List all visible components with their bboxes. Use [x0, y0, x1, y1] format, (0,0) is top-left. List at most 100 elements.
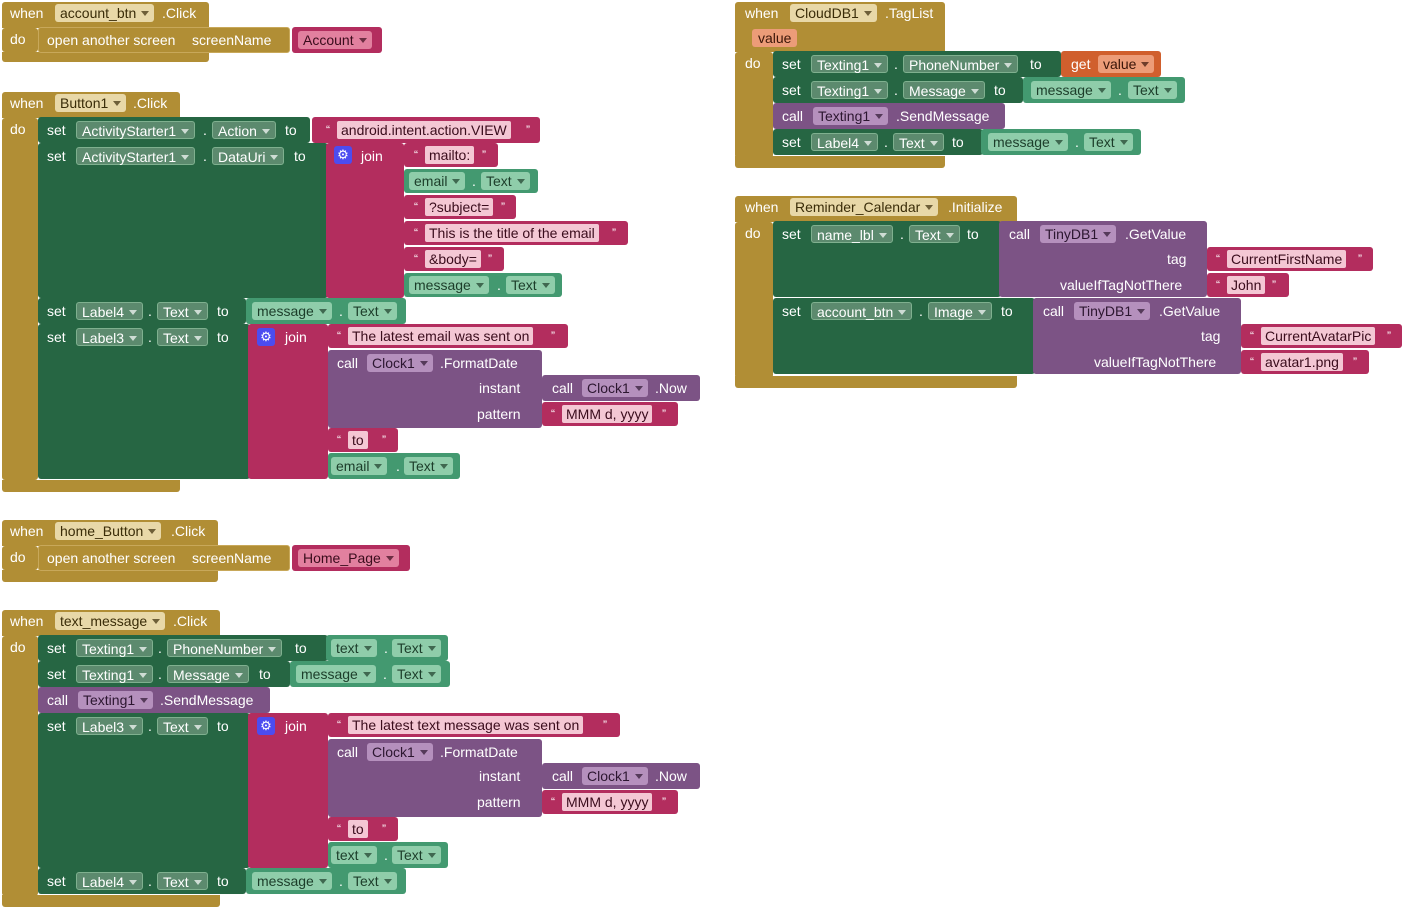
event-name: .Click — [133, 95, 168, 111]
component-dropdown[interactable]: Texting1 — [811, 55, 889, 73]
property-dropdown[interactable]: Text — [392, 639, 441, 657]
screen-name-dropdown[interactable]: Home_Page — [298, 549, 399, 567]
component-dropdown[interactable]: Texting1 — [813, 107, 889, 125]
component-dropdown[interactable]: Texting1 — [76, 665, 154, 683]
string-value[interactable]: The latest text message was sent on — [348, 716, 584, 734]
component-dropdown[interactable]: message — [296, 665, 376, 683]
property-dropdown[interactable]: Text — [392, 665, 441, 683]
call-label: call — [337, 744, 359, 760]
component-dropdown[interactable]: TinyDB1 — [1074, 302, 1151, 320]
property-dropdown[interactable]: PhoneNumber — [903, 55, 1019, 73]
string-value[interactable]: CurrentFirstName — [1227, 250, 1347, 268]
event-component-dropdown[interactable]: CloudDB1 — [790, 4, 877, 22]
component-dropdown[interactable]: Clock1 — [367, 743, 433, 761]
mutator-gear-icon[interactable]: ⚙ — [257, 717, 275, 735]
property-dropdown[interactable]: DataUri — [212, 147, 285, 165]
component-dropdown[interactable]: Texting1 — [811, 81, 889, 99]
call-texting-sendmessage-block[interactable] — [773, 103, 1005, 129]
variable-dropdown[interactable]: value — [1098, 55, 1155, 73]
property-dropdown[interactable]: Text — [157, 717, 208, 735]
set-activitystarter-datauri-block[interactable] — [38, 143, 328, 298]
property-dropdown[interactable]: Text — [157, 302, 208, 320]
component-dropdown[interactable]: message — [252, 302, 332, 320]
to-label: to — [1001, 303, 1013, 319]
clock-formatdate-block[interactable] — [328, 350, 542, 428]
component-dropdown[interactable]: Label4 — [76, 872, 144, 890]
event-component-dropdown[interactable]: Button1 — [55, 94, 127, 112]
component-dropdown[interactable]: email — [331, 457, 388, 475]
property-dropdown[interactable]: Text — [404, 457, 453, 475]
property-dropdown[interactable]: Text — [348, 872, 397, 890]
string-value[interactable]: to — [348, 820, 368, 838]
string-value[interactable]: to — [348, 431, 368, 449]
property-dropdown[interactable]: PhoneNumber — [167, 639, 283, 657]
event-component-dropdown[interactable]: home_Button — [55, 522, 162, 540]
open-screen-block[interactable] — [38, 545, 290, 571]
component-dropdown[interactable]: message — [1031, 81, 1111, 99]
mutator-gear-icon[interactable]: ⚙ — [257, 328, 275, 346]
property-dropdown[interactable]: Text — [909, 225, 960, 243]
component-dropdown[interactable]: Texting1 — [76, 639, 154, 657]
component-dropdown[interactable]: ActivityStarter1 — [76, 147, 196, 165]
set-label3-text-block[interactable] — [38, 713, 250, 868]
join-block[interactable] — [248, 324, 328, 479]
component-dropdown[interactable]: Label3 — [76, 328, 144, 346]
string-value[interactable]: ?subject= — [425, 198, 494, 216]
component-dropdown[interactable]: ActivityStarter1 — [76, 121, 196, 139]
string-value[interactable]: &body= — [425, 250, 481, 268]
property-dropdown[interactable]: Image — [928, 302, 992, 320]
event-component-dropdown[interactable]: Reminder_Calendar — [790, 198, 939, 216]
component-dropdown[interactable]: Clock1 — [367, 354, 433, 372]
set-label3-text-block[interactable] — [38, 324, 250, 479]
component-dropdown[interactable]: Label4 — [811, 133, 879, 151]
property-dropdown[interactable]: Message — [167, 665, 249, 683]
component-dropdown[interactable]: message — [252, 872, 332, 890]
component-dropdown[interactable]: email — [409, 172, 466, 190]
component-dropdown[interactable]: account_btn — [811, 302, 913, 320]
component-dropdown[interactable]: message — [409, 276, 489, 294]
property-dropdown[interactable]: Text — [392, 846, 441, 864]
property-dropdown[interactable]: Text — [348, 302, 397, 320]
component-dropdown[interactable]: text — [331, 639, 377, 657]
mutator-gear-icon[interactable]: ⚙ — [334, 146, 352, 164]
component-dropdown[interactable]: Clock1 — [582, 379, 648, 397]
event-component-dropdown[interactable]: account_btn — [55, 4, 155, 22]
property-dropdown[interactable]: Message — [903, 81, 985, 99]
string-value[interactable]: avatar1.png — [1261, 353, 1343, 371]
screen-name-dropdown[interactable]: Account — [298, 31, 372, 49]
dot: . — [472, 173, 476, 189]
clock-formatdate-block[interactable] — [328, 739, 542, 817]
dot: . — [148, 303, 152, 319]
component-dropdown[interactable]: Texting1 — [78, 691, 154, 709]
component-dropdown[interactable]: message — [988, 133, 1068, 151]
call-texting-sendmessage-block[interactable] — [38, 687, 270, 713]
property-dropdown[interactable]: Text — [893, 133, 944, 151]
component-dropdown[interactable]: name_lbl — [811, 225, 893, 243]
string-value[interactable]: android.intent.action.VIEW — [337, 121, 511, 139]
string-value[interactable]: This is the title of the email — [425, 224, 599, 242]
property-dropdown[interactable]: Action — [212, 121, 276, 139]
join-block[interactable] — [326, 143, 404, 298]
event-component-dropdown[interactable]: text_message — [55, 612, 166, 630]
string-value[interactable]: mailto: — [425, 146, 475, 164]
property-dropdown[interactable]: Text — [481, 172, 530, 190]
string-value[interactable]: CurrentAvatarPic — [1261, 327, 1376, 345]
component-dropdown[interactable]: TinyDB1 — [1040, 225, 1117, 243]
property-dropdown[interactable]: Text — [157, 872, 208, 890]
join-block[interactable] — [248, 713, 328, 868]
component-dropdown[interactable]: Clock1 — [582, 767, 648, 785]
set-label: set — [47, 640, 66, 656]
component-dropdown[interactable]: text — [331, 846, 377, 864]
event-param-value[interactable]: value — [752, 29, 798, 47]
component-dropdown[interactable]: Label3 — [76, 717, 144, 735]
property-dropdown[interactable]: Text — [157, 328, 208, 346]
string-value[interactable]: The latest email was sent on — [348, 327, 534, 345]
open-screen-block[interactable] — [38, 27, 290, 53]
string-value[interactable]: MMM d, yyyy — [562, 793, 653, 811]
string-value[interactable]: John — [1227, 276, 1266, 294]
property-dropdown[interactable]: Text — [1128, 81, 1177, 99]
component-dropdown[interactable]: Label4 — [76, 302, 144, 320]
string-value[interactable]: MMM d, yyyy — [562, 405, 653, 423]
property-dropdown[interactable]: Text — [506, 276, 555, 294]
property-dropdown[interactable]: Text — [1084, 133, 1133, 151]
